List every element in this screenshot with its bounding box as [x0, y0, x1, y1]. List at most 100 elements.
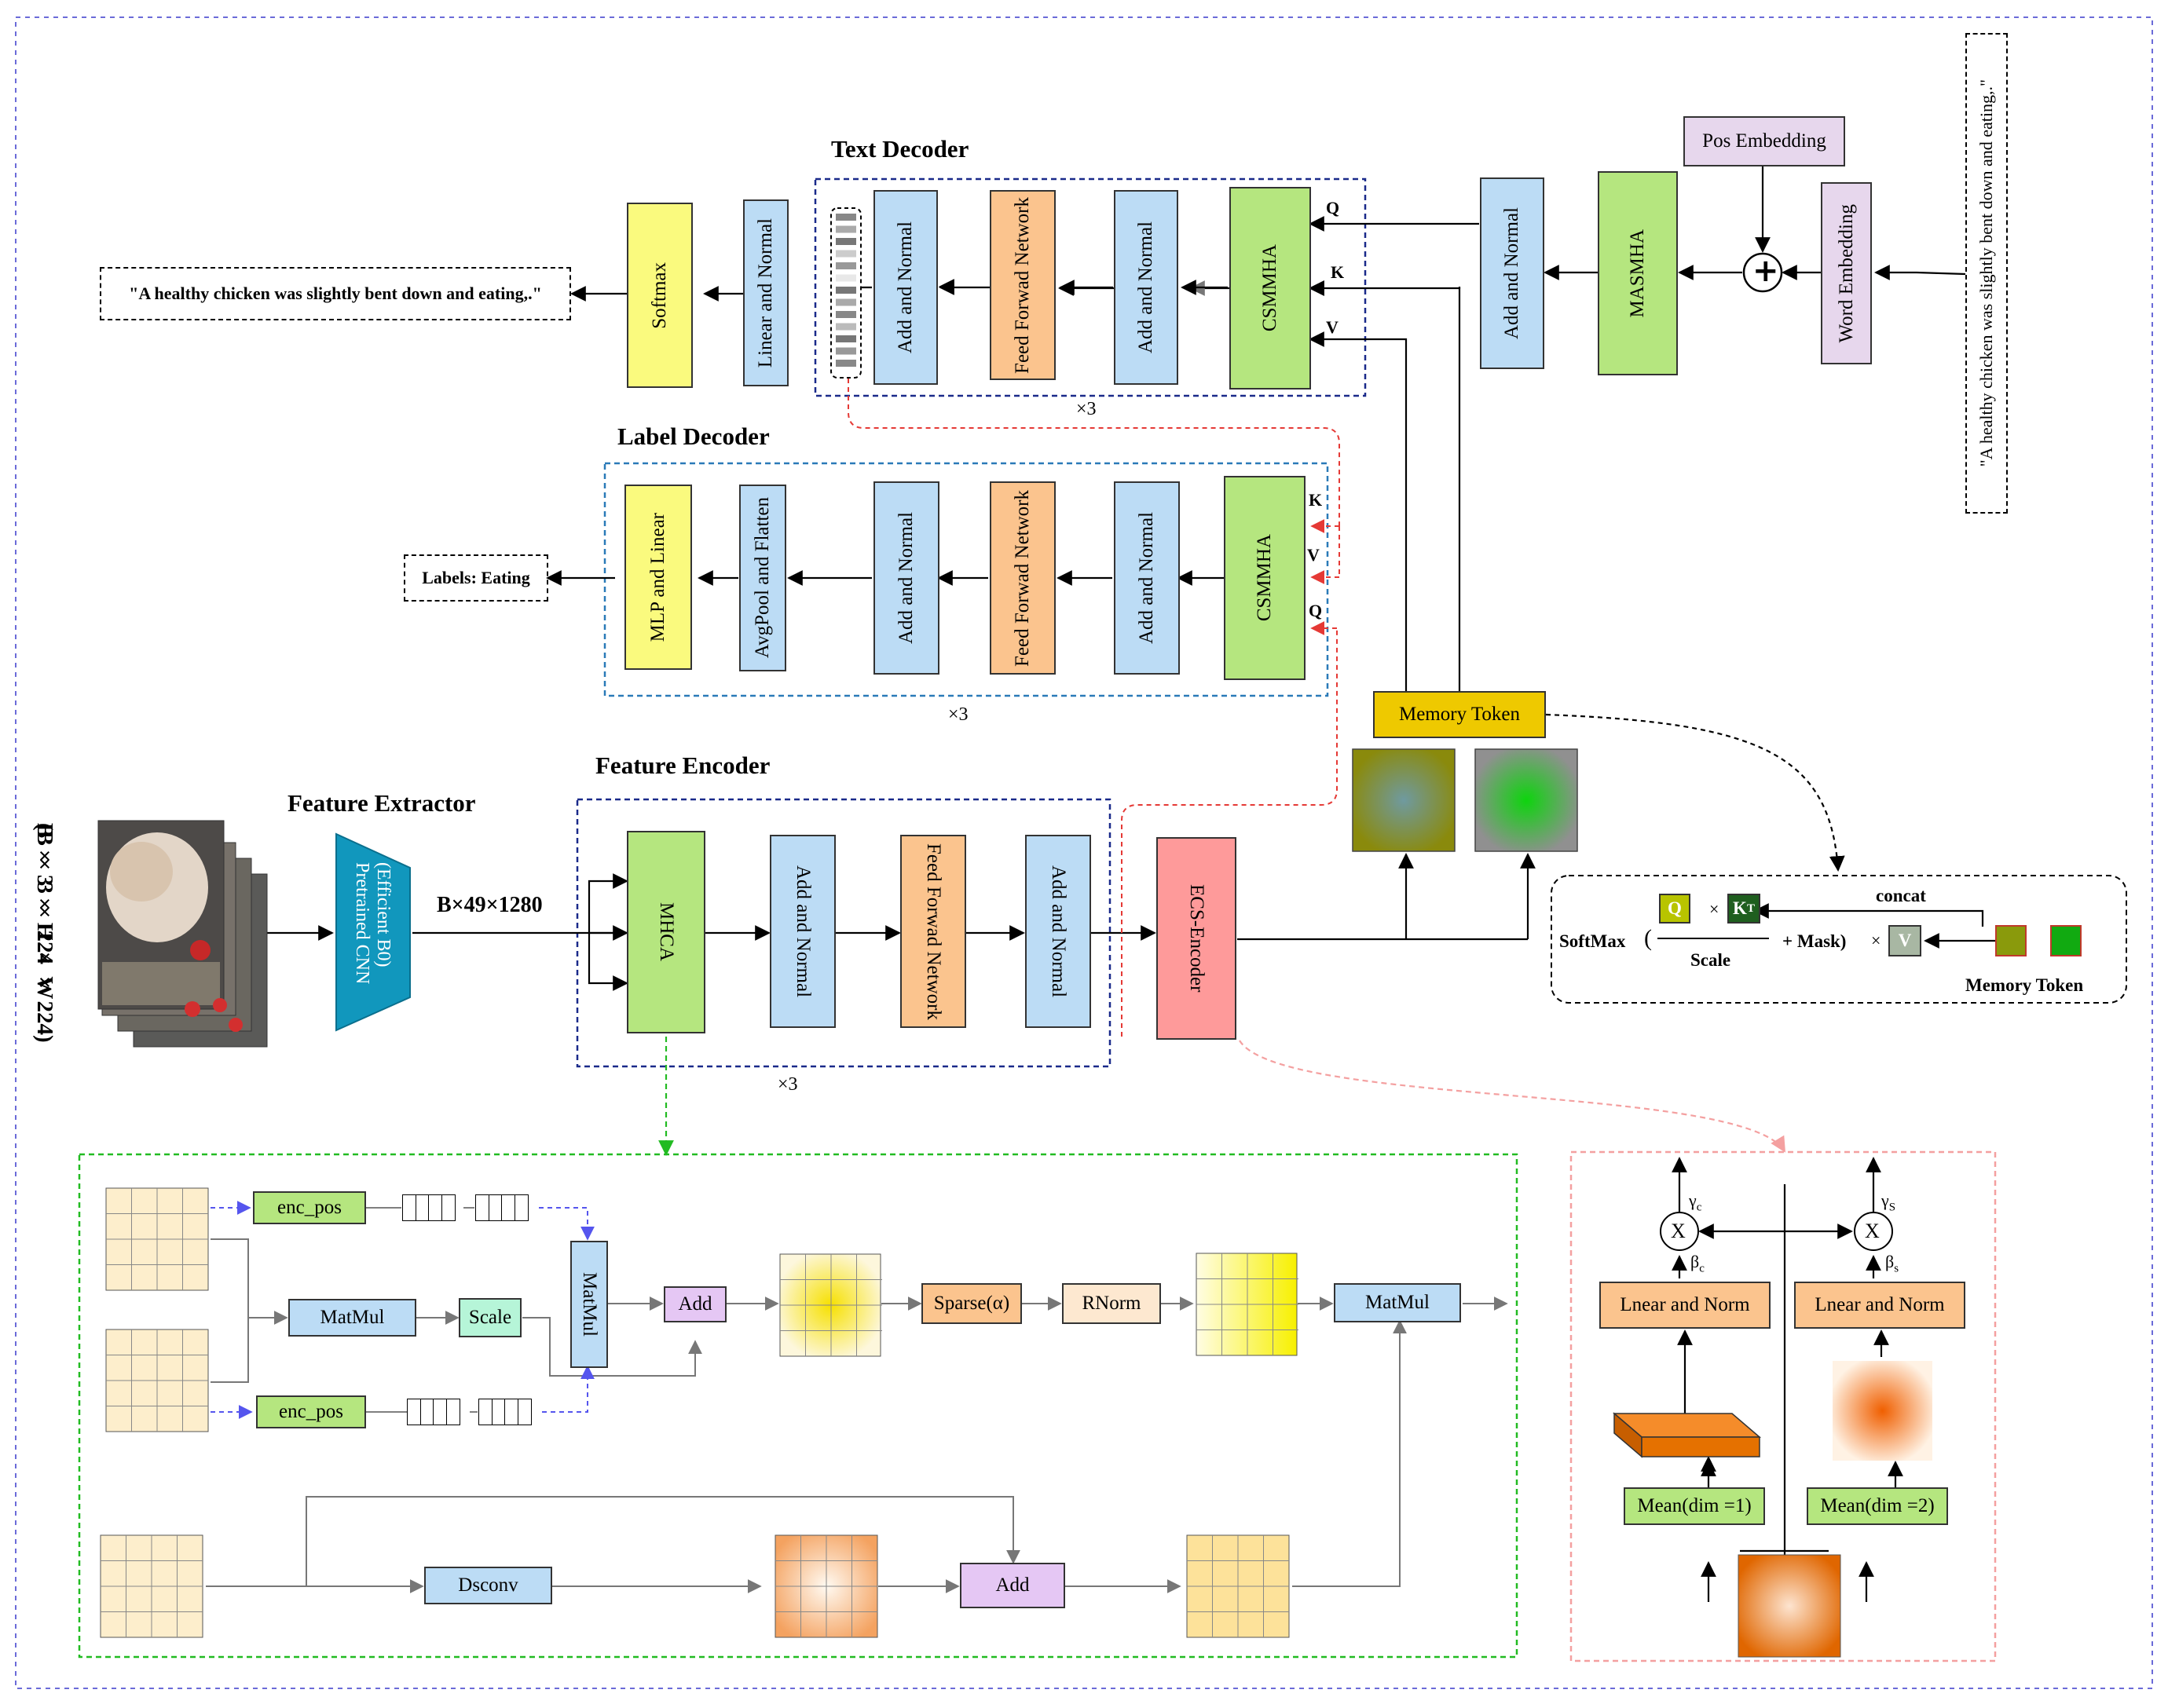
token-stripe	[836, 238, 856, 245]
enc-add-normal-box-2: Add and Normal	[1025, 835, 1091, 1028]
formula-times-2: ×	[1871, 931, 1881, 950]
output-labels: Labels: Eating	[404, 554, 548, 602]
memory-formula-frame	[1551, 875, 2127, 1004]
memory-feature-map-2	[1474, 748, 1578, 852]
mean-dim1-box: Mean(dim =1)	[1624, 1487, 1765, 1525]
text-ffn-box: Feed Forwad Network	[990, 190, 1056, 380]
text-decoder-title: Text Decoder	[831, 135, 969, 163]
mlp-linear-box: MLP and Linear	[624, 485, 692, 670]
input-dims: B × 3 × H × W	[32, 823, 57, 1000]
token-stripe	[836, 323, 856, 331]
input-dims-detail: (B × 3 × 224 × 224)	[32, 823, 57, 1043]
multiply-circle-1	[1660, 1212, 1699, 1251]
ecs-input-map	[1738, 1554, 1841, 1658]
token-stripe	[836, 335, 856, 342]
enc-pos-box-1: enc_pos	[253, 1191, 366, 1224]
mhca-box: MHCA	[627, 831, 705, 1033]
formula-token-1	[1995, 925, 2027, 956]
label-q-label: Q	[1309, 601, 1323, 620]
linear-norm-box-2: Lnear and Norm	[1794, 1282, 1965, 1329]
token-stripe	[836, 214, 856, 221]
text-decoder-frame	[814, 177, 1367, 397]
masmha-box: MASMHA	[1598, 171, 1678, 375]
pos-embedding-box: Pos Embedding	[1683, 116, 1845, 166]
grid-lines	[101, 1188, 1298, 1637]
linear-norm-box-1: Lnear and Norm	[1599, 1282, 1771, 1329]
cnn-label: Pretrained CNN (Efficient B0)	[352, 862, 394, 985]
outer-frame	[15, 16, 2153, 1689]
pos-cells-1a	[402, 1194, 456, 1221]
channel-slab	[1612, 1412, 1762, 1458]
chicken-image-stack	[97, 820, 268, 1048]
gamma-s-label: γS	[1881, 1190, 1896, 1214]
word-embedding-box: Word Embedding	[1821, 182, 1872, 364]
label-decoder-title: Label Decoder	[617, 422, 770, 450]
matmul-box-3: MatMul	[1334, 1283, 1461, 1322]
label-v-label: V	[1307, 545, 1320, 565]
matmul-box-2: MatMul	[570, 1241, 608, 1368]
token-stripes	[836, 214, 856, 367]
enc-add-normal-box-1: Add and Normal	[770, 835, 836, 1028]
multiply-circle-2	[1854, 1212, 1893, 1251]
emb-add-normal-box: Add and Normal	[1480, 177, 1544, 369]
beta-c-label: βc	[1690, 1252, 1705, 1275]
label-decoder-frame	[603, 462, 1329, 697]
text-linear-normal-box: Linear and Normal	[743, 199, 789, 386]
label-add-normal-box-2: Add and Normal	[1114, 481, 1180, 675]
memory-to-formula-arrow	[1545, 713, 1845, 872]
enc-pos-box-2: enc_pos	[256, 1395, 366, 1428]
mhca-detail-frame	[78, 1153, 1518, 1659]
enc-ffn-box: Feed Forwad Network	[900, 835, 966, 1028]
text-k-label: K	[1331, 262, 1345, 282]
token-stripe	[836, 347, 856, 355]
pos-cells-1b	[475, 1194, 529, 1221]
text-softmax-box: Softmax	[627, 203, 693, 388]
pretrained-cnn-block	[335, 832, 411, 1032]
pos-cells-2b	[478, 1399, 532, 1425]
formula-token-2	[2050, 925, 2082, 956]
formula-memory-token-label: Memory Token	[1965, 975, 2084, 995]
avgpool-flatten-box: AvgPool and Flatten	[739, 485, 786, 671]
text-csmmha-box: CSMMHA	[1229, 187, 1311, 390]
rnorm-box: RNorm	[1062, 1283, 1161, 1324]
ecs-to-label-q-arrow	[1121, 628, 1338, 1037]
formula-plus-mask: + Mask)	[1782, 931, 1847, 951]
label-k-label: K	[1309, 490, 1323, 510]
token-stripe	[836, 311, 856, 318]
scale-box: Scale	[459, 1298, 522, 1337]
multiply-x-1: X	[1671, 1220, 1686, 1242]
text-add-normal-box-1: Add and Normal	[873, 190, 938, 385]
plus-circle	[1742, 252, 1783, 293]
feature-shape: B×49×1280	[437, 893, 543, 917]
formula-scale: Scale	[1690, 950, 1731, 970]
formula-q-box: Q	[1659, 894, 1690, 923]
token-stripe	[836, 225, 856, 233]
ecs-to-detail-arrow	[1239, 1040, 1786, 1153]
token-stripe	[836, 262, 856, 269]
memory-feature-map-1	[1352, 748, 1456, 852]
dsconv-box: Dsconv	[424, 1567, 552, 1604]
label-ffn-box: Feed Forwad Network	[990, 481, 1056, 675]
ecs-encoder-box: ECS-Encoder	[1156, 837, 1236, 1040]
feature-extractor-title: Feature Extractor	[287, 789, 476, 817]
token-stripe	[836, 287, 856, 294]
feature-encoder-repeat: ×3	[778, 1074, 798, 1095]
text-to-label-kv-arrow	[848, 379, 1340, 526]
formula-softmax: SoftMax	[1559, 931, 1626, 951]
token-stripe	[836, 274, 856, 282]
multiply-x-2: X	[1865, 1220, 1880, 1242]
label-decoder-repeat: ×3	[948, 704, 969, 725]
feature-encoder-title: Feature Encoder	[595, 752, 771, 779]
token-stripe	[836, 250, 856, 258]
output-caption: "A healthy chicken was slightly bent dow…	[100, 267, 571, 320]
text-decoder-repeat: ×3	[1076, 399, 1097, 419]
token-stripe	[836, 298, 856, 306]
input-caption: "A healthy chicken was slightly bent dow…	[1965, 33, 2008, 514]
label-csmmha-box: CSMMHA	[1224, 476, 1306, 680]
token-stripe	[836, 360, 856, 367]
matmul-box-1: MatMul	[288, 1299, 416, 1337]
formula-concat: concat	[1876, 886, 1926, 905]
label-add-normal-box-1: Add and Normal	[873, 481, 939, 675]
